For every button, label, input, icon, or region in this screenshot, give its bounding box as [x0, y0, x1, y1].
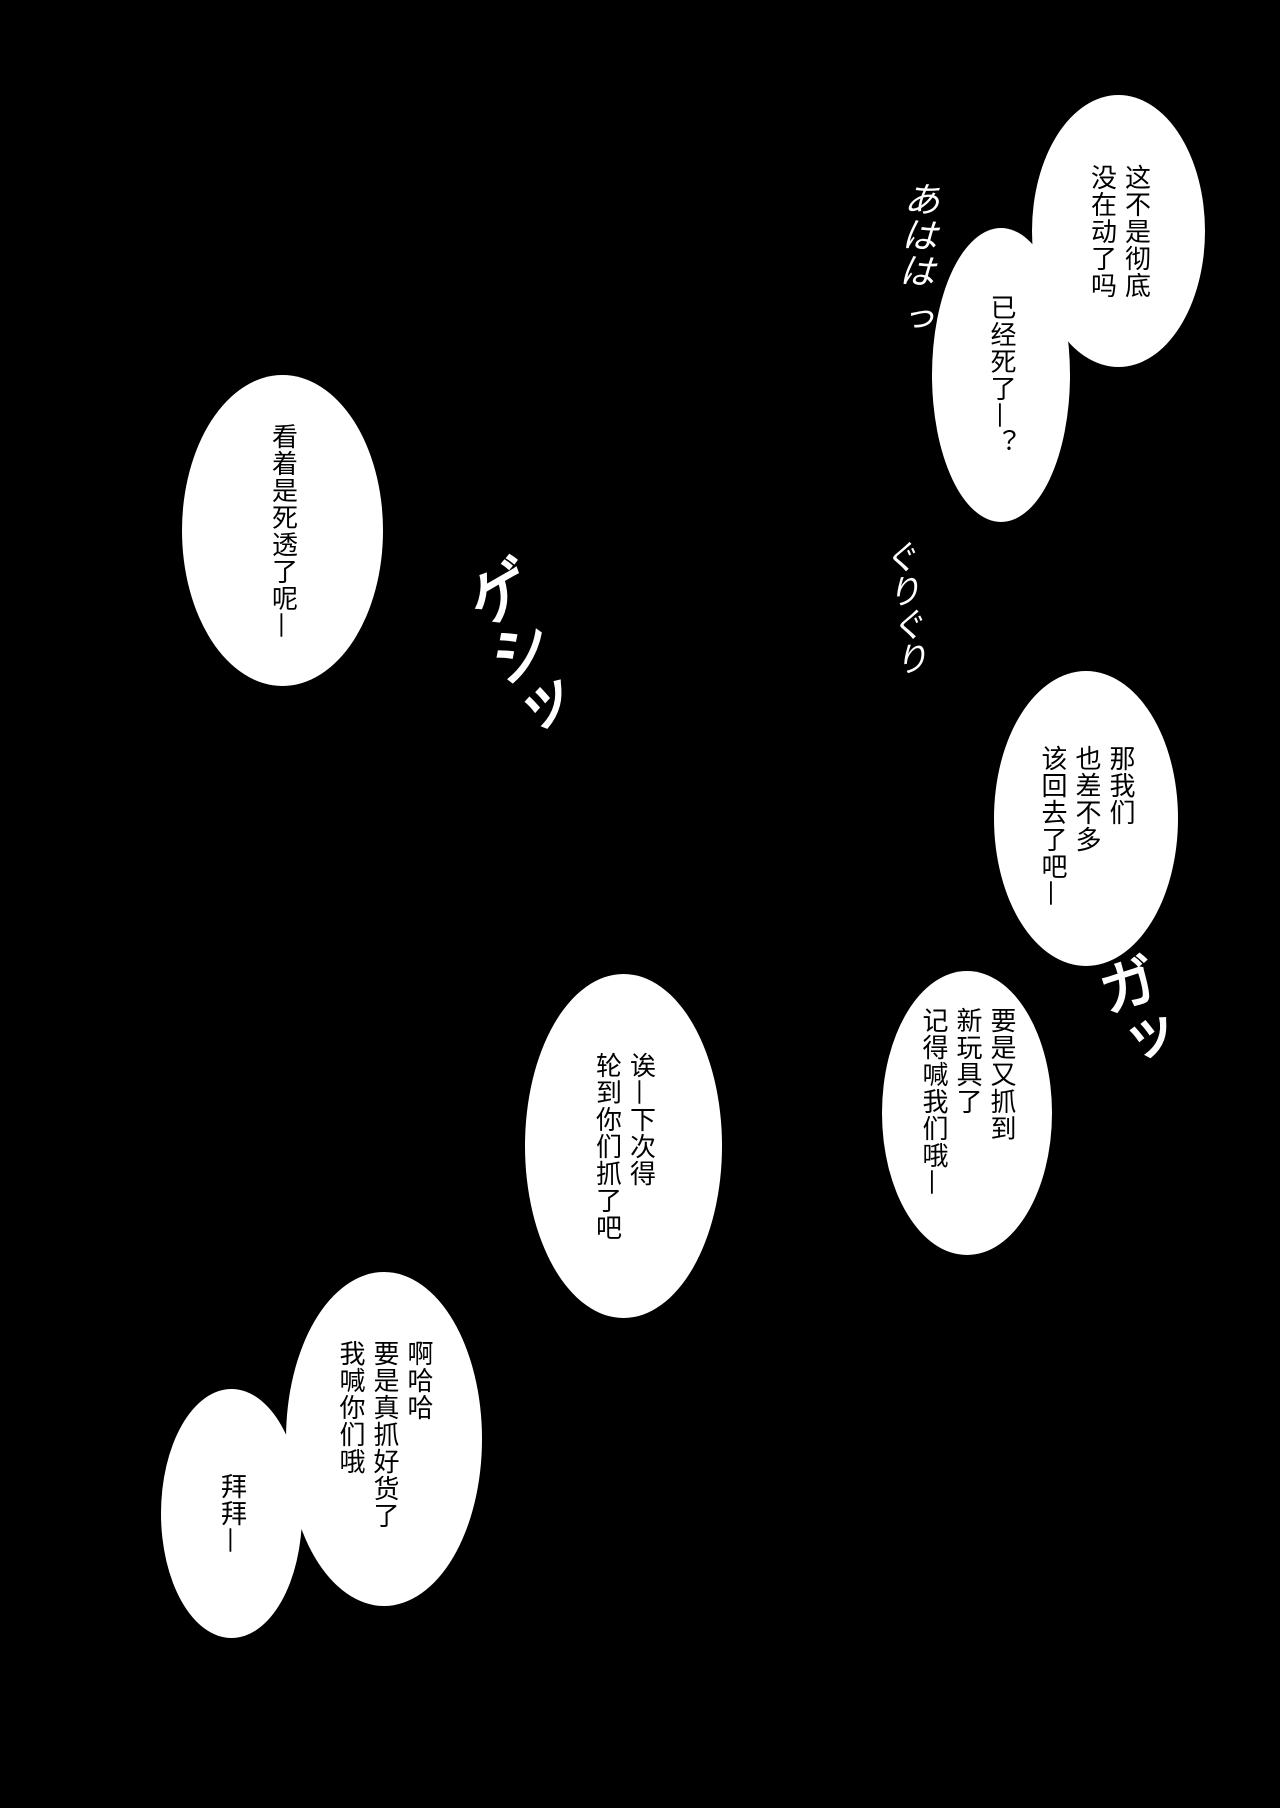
speech-bubble-4: 那我们 也差不多 该回去了吧— — [994, 671, 1178, 966]
bubble-text: 已经死了—？ — [984, 294, 1018, 456]
sfx-guriguri: ぐりぐり — [875, 538, 930, 678]
text-line: 记得喊我们哦— — [918, 1007, 948, 1196]
text-line: 那我们 — [1105, 745, 1135, 826]
text-line: 没在动了吗 — [1086, 163, 1117, 299]
text-line: 该回去了吧— — [1037, 745, 1067, 907]
text-line: 要是又抓到 — [986, 1007, 1016, 1142]
bubble-text: 这不是彻底 没在动了吗 — [1085, 164, 1153, 299]
bubble-text: 诶—下次得 轮到你们抓了吧 — [590, 1052, 658, 1241]
text-line: 也差不多 — [1071, 745, 1101, 853]
text-line: 啊哈哈 — [403, 1340, 433, 1421]
speech-bubble-5: 要是又抓到 新玩具了 记得喊我们哦— — [882, 971, 1052, 1255]
text-line: 拜拜— — [216, 1473, 247, 1554]
speech-bubble-3: 看着是死透了呢— — [182, 375, 383, 686]
speech-bubble-7: 啊哈哈 要是真抓好货了 我喊你们哦 — [286, 1272, 482, 1606]
text-line: 这不是彻底 — [1120, 163, 1151, 299]
text-line: 我喊你们哦 — [335, 1340, 365, 1475]
bubble-text: 啊哈哈 要是真抓好货了 我喊你们哦 — [333, 1340, 435, 1529]
text-line: 已经死了—？ — [986, 294, 1016, 456]
sfx-ahaha: あはは っ — [888, 178, 941, 337]
bubble-text: 那我们 也差不多 该回去了吧— — [1035, 745, 1137, 907]
speech-bubble-2: 已经死了—？ — [932, 228, 1070, 522]
text-line: 看着是死透了呢— — [267, 422, 298, 639]
bubble-text: 要是又抓到 新玩具了 记得喊我们哦— — [916, 1007, 1018, 1196]
text-line: 新玩具了 — [952, 1007, 982, 1115]
bubble-text: 拜拜— — [215, 1473, 249, 1554]
sfx-geshi: ゲシッ — [451, 546, 580, 759]
speech-bubble-8: 拜拜— — [161, 1389, 302, 1638]
bubble-text: 看着是死透了呢— — [266, 423, 300, 639]
text-line: 轮到你们抓了吧 — [591, 1051, 622, 1241]
text-line: 诶—下次得 — [625, 1051, 656, 1187]
text-line: 要是真抓好货了 — [369, 1340, 399, 1529]
speech-bubble-6: 诶—下次得 轮到你们抓了吧 — [525, 974, 722, 1318]
